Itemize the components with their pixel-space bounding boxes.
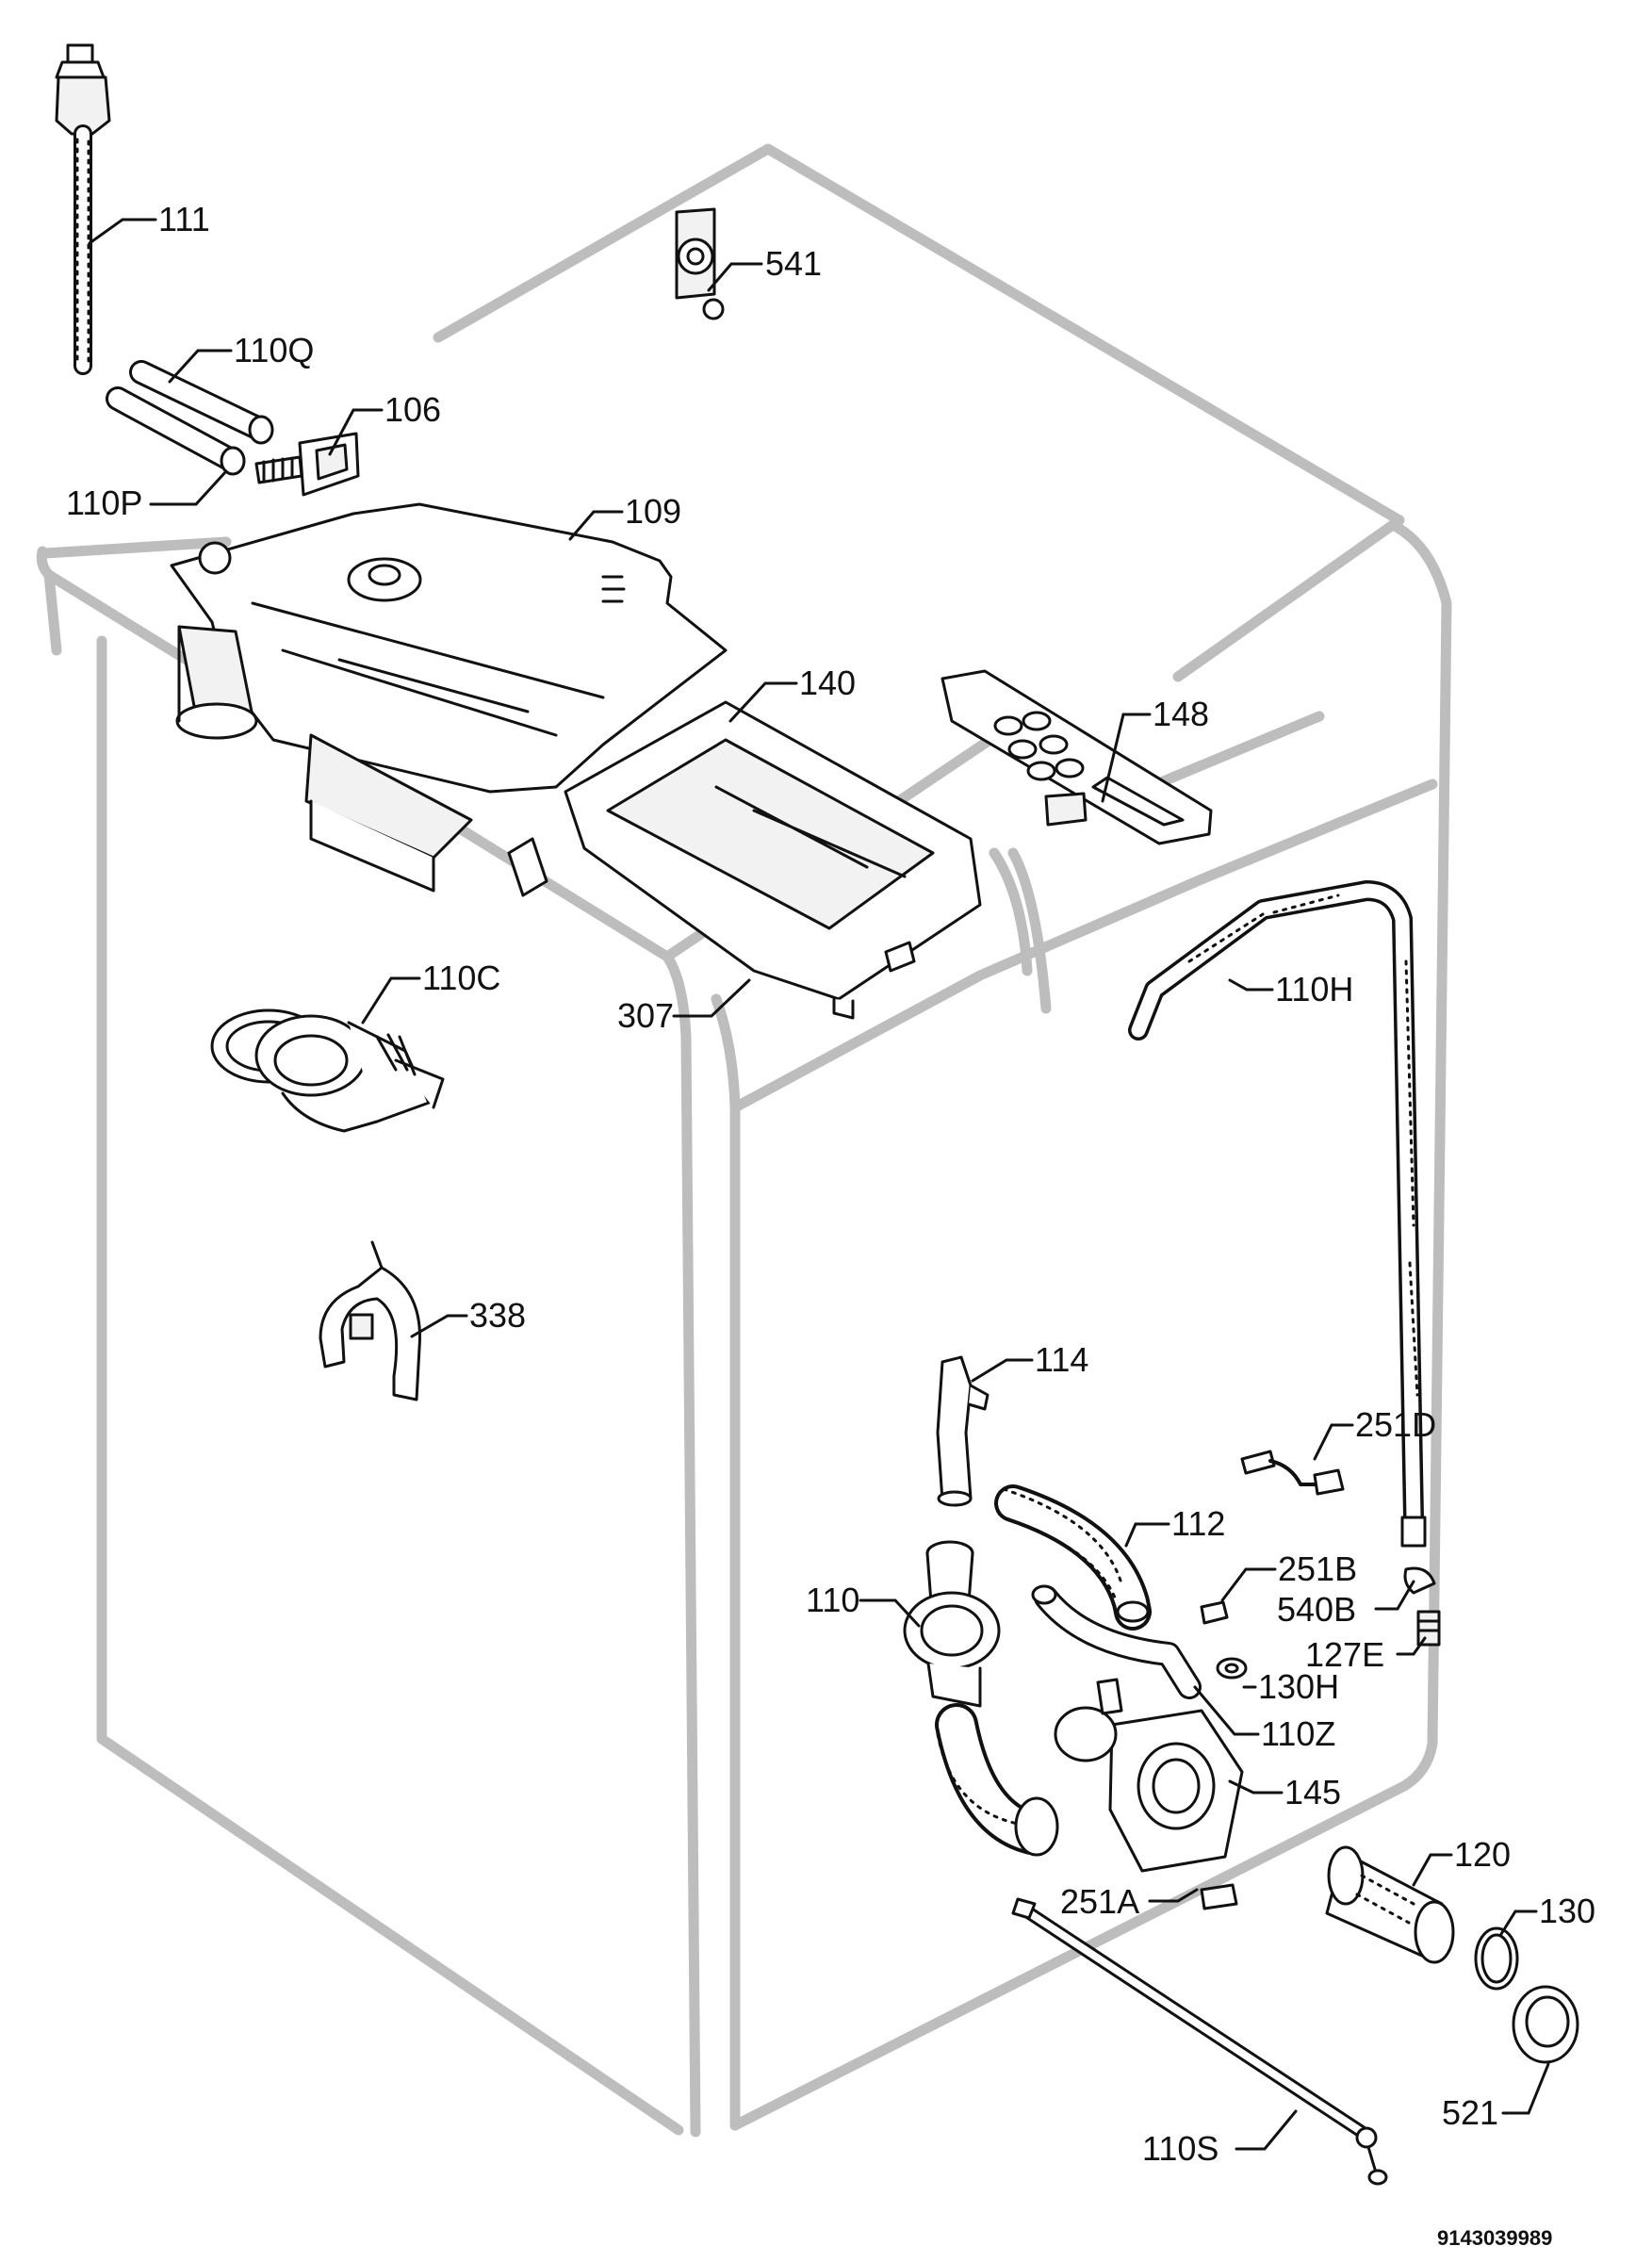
label-307: 307	[617, 996, 674, 1035]
label-540B: 540B	[1277, 1590, 1356, 1629]
part-110-pump-hose	[903, 1540, 1059, 1857]
part-251D-harness	[1240, 1450, 1345, 1496]
part-112-drain-hose	[994, 1484, 1152, 1631]
part-521-cap	[1512, 1985, 1579, 2064]
label-110P: 110P	[66, 484, 142, 522]
label-338: 338	[469, 1296, 526, 1335]
part-109-dispenser-housing	[170, 502, 728, 893]
label-541: 541	[765, 244, 822, 283]
part-338-bracket	[319, 1240, 421, 1401]
label-140: 140	[799, 664, 856, 702]
cabinet-outline	[36, 143, 1452, 2138]
part-251A-connector	[1200, 1883, 1238, 1910]
label-110Q: 110Q	[234, 331, 314, 369]
part-110C-bellows	[210, 1008, 445, 1133]
label-521: 521	[1442, 2093, 1498, 2132]
part-130H-seal	[1216, 1657, 1248, 1680]
label-112: 112	[1171, 1504, 1225, 1543]
label-145: 145	[1284, 1773, 1341, 1811]
part-251B-connector	[1200, 1600, 1229, 1625]
part-110Q-tube	[129, 360, 274, 445]
label-106: 106	[384, 390, 441, 429]
part-106-valve	[254, 432, 360, 497]
label-110: 110	[806, 1581, 859, 1619]
label-110Z: 110Z	[1261, 1714, 1335, 1753]
label-110C: 110C	[422, 959, 500, 997]
part-540B-clamp	[1403, 1566, 1436, 1595]
part-110Z-hose	[1031, 1584, 1202, 1699]
part-541-clip	[675, 207, 725, 320]
part-110P-tube	[106, 386, 246, 476]
part-148-cover	[940, 669, 1213, 845]
part-140-drawer	[507, 700, 982, 1020]
label-109: 109	[625, 492, 681, 531]
label-127E: 127E	[1305, 1635, 1384, 1674]
part-130-oring	[1474, 1926, 1519, 1991]
diagram-code: 9143039989	[1437, 2226, 1552, 2250]
part-110H-hose	[1128, 880, 1427, 1548]
label-251B: 251B	[1278, 1549, 1357, 1588]
label-251A: 251A	[1060, 1882, 1139, 1921]
label-111: 111	[158, 200, 210, 238]
part-labels: 111 541 110Q 106 110P 109 140 148 110C 3…	[66, 200, 1595, 2168]
label-130H: 130H	[1258, 1667, 1339, 1706]
label-130: 130	[1539, 1892, 1595, 1930]
part-145-pump-housing	[1054, 1678, 1244, 1873]
label-120: 120	[1454, 1835, 1511, 1874]
label-251D: 251D	[1355, 1405, 1436, 1444]
label-114: 114	[1035, 1340, 1088, 1379]
part-114-air-chamber	[936, 1355, 990, 1507]
label-148: 148	[1153, 695, 1209, 733]
part-110S-rod	[1011, 1897, 1388, 2186]
leader-lines	[88, 218, 1550, 2151]
label-110S: 110S	[1142, 2129, 1219, 2168]
part-120-filter	[1325, 1845, 1455, 1964]
part-111-inlet-hose	[55, 43, 111, 375]
label-110H: 110H	[1275, 970, 1353, 1008]
part-127E-spring	[1416, 1610, 1441, 1647]
